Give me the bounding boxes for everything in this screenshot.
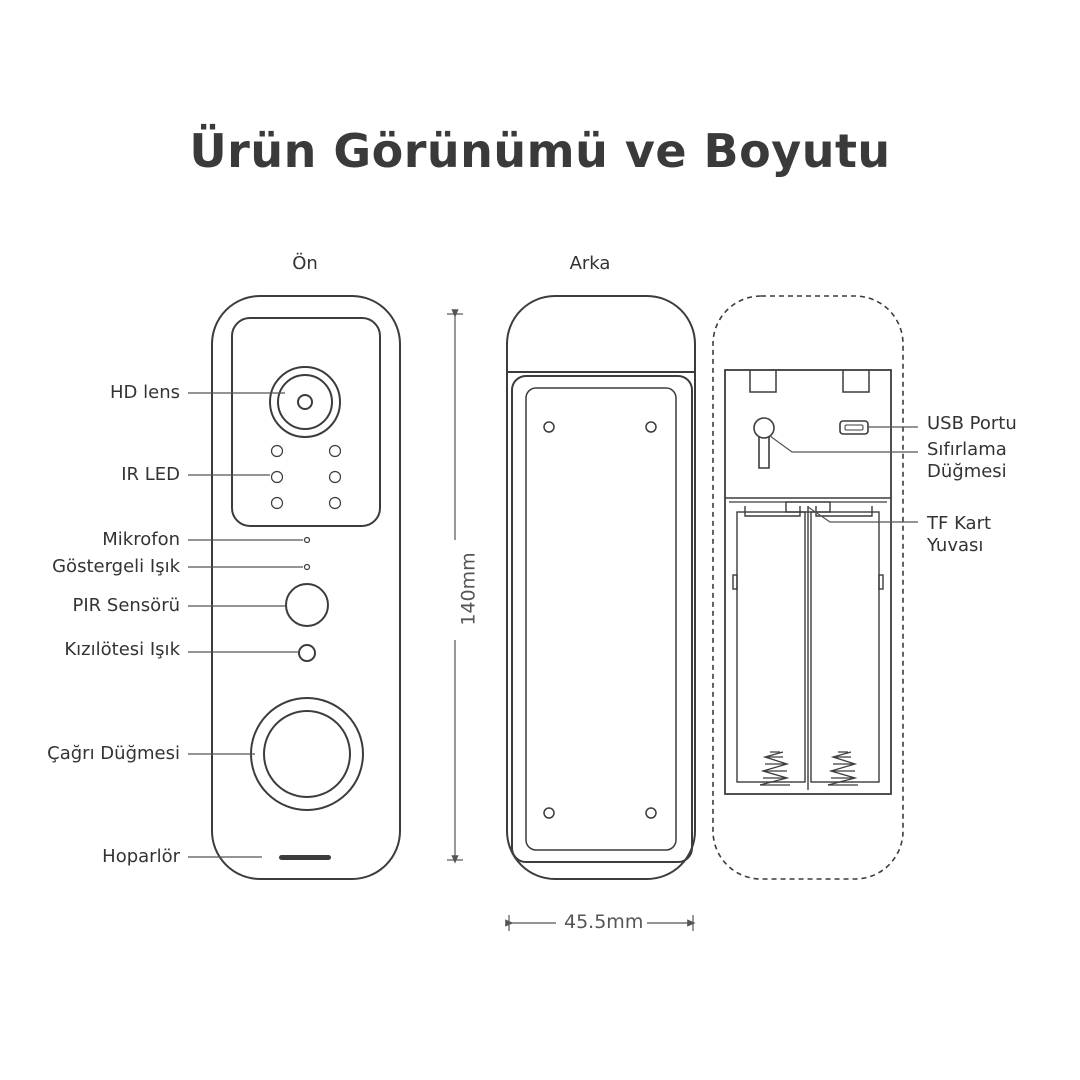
label-hd-lens: HD lens [110,382,180,403]
height-dimension [447,309,463,864]
width-dimension [505,915,696,931]
label-microphone: Mikrofon [102,529,180,550]
usb-port [839,420,869,435]
keyhole-mount [753,417,775,439]
height-dimension-label: 140mm [457,552,480,626]
lens-outer-ring [269,366,341,438]
call-button-inner [263,710,351,798]
page-title: Ürün Görünümü ve Boyutu [189,124,891,178]
back-leader-lines [769,426,918,523]
back-view [506,295,696,880]
camera-panel [231,317,381,527]
microphone-hole [303,536,311,544]
width-dimension-label: 45.5mm [560,911,648,933]
label-indicator-light: Göstergeli Işık [52,556,180,577]
view-label-front: Ön [292,253,318,274]
label-call-button: Çağrı Düğmesi [47,743,180,764]
infrared-light [298,644,316,662]
open-back-view [712,295,904,880]
front-view [211,295,401,880]
label-reset-button-line1: Sıfırlama [927,439,1007,460]
label-infrared-light: Kızılötesi Işık [64,639,180,660]
label-speaker: Hoparlör [102,846,180,867]
battery-springs [759,751,858,786]
back-inner-plate [525,387,677,851]
lens-middle-ring [277,374,333,430]
front-body [211,295,401,880]
speaker-slot [279,855,331,860]
label-pir-sensor: PIR Sensörü [72,595,181,616]
battery-slots [732,506,884,790]
lens-core [297,394,313,410]
indicator-light-dot [303,563,311,571]
label-tf-card-line2: Yuvası [927,535,984,556]
view-label-back: Arka [569,253,611,274]
back-plate [511,375,693,863]
label-usb-port: USB Portu [927,413,1017,434]
pir-sensor [285,583,329,627]
open-body-dashed [712,295,904,880]
label-tf-card-line1: TF Kart [927,513,992,534]
back-body [506,295,696,880]
call-button-outer [250,697,364,811]
battery-compartment [724,369,892,795]
label-ir-led: IR LED [121,464,180,485]
ir-led-dots [270,444,342,510]
front-leader-lines [188,392,303,858]
screw-holes [543,421,657,819]
label-reset-button-line2: Düğmesi [927,461,1007,482]
